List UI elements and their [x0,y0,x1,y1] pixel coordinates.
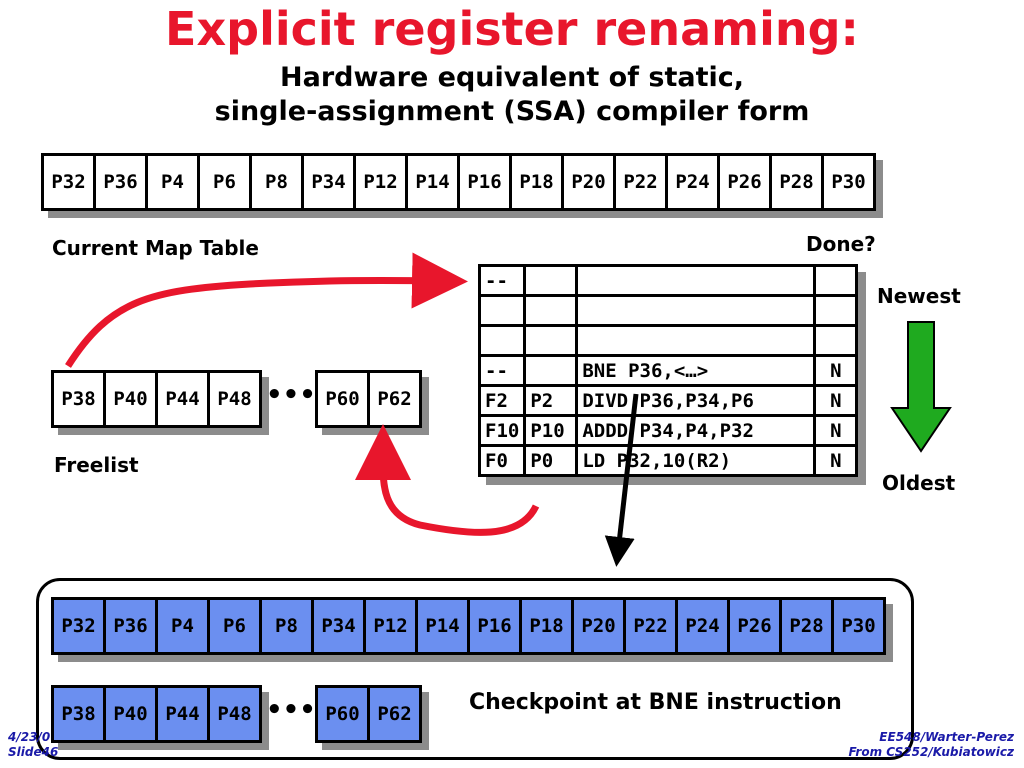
register-cell: P4 [155,597,210,655]
rob-instruction: BNE P36,<…> [575,354,817,387]
rob-dest-phys [523,354,579,387]
current-map-table-label: Current Map Table [52,236,259,260]
register-cell: P44 [155,685,210,743]
register-cell: P16 [467,597,522,655]
rob-row [477,294,859,327]
rob-row: -- [477,264,859,297]
newest-label: Newest [877,284,961,308]
checkpoint-ellipsis: ••• [266,695,316,725]
register-cell: P38 [51,685,106,743]
rob-done [813,324,859,357]
rob-done: N [813,414,859,447]
freelist-label: Freelist [54,453,139,477]
register-cell: P62 [367,685,422,743]
checkpoint-box [36,578,914,760]
footer-slide-number: Slide46 [8,745,59,759]
rob-dest-arch: F10 [477,414,527,447]
rob-instruction [575,324,817,357]
rob-dest-arch [477,294,527,327]
rob-instruction [575,264,817,297]
rob-done: N [813,384,859,417]
rob-done [813,294,859,327]
rob-done: N [813,354,859,387]
register-cell: P20 [571,597,626,655]
rob-instruction: DIVD P36,P34,P6 [575,384,817,417]
done-label: Done? [806,232,876,256]
rob-row: -- BNE P36,<…>N [477,354,859,387]
register-cell: P36 [93,153,148,211]
rob-dest-phys [523,324,579,357]
footer-date: 4/23/0 [8,730,51,744]
register-cell: P12 [363,597,418,655]
rob-dest-arch: -- [477,264,527,297]
slide-title: Explicit register renaming: [165,2,859,56]
freelist-to-rob-arrow [65,252,468,368]
register-cell: P40 [103,370,158,428]
footer-left: 4/23/0 Slide46 [8,730,58,760]
register-cell: P28 [769,153,824,211]
rob-dest-arch: F0 [477,444,527,477]
rob-instruction: LD P32,10(R2) [575,444,817,477]
oldest-label: Oldest [882,471,956,495]
slide-subtitle-line1: Hardware equivalent of static, [280,62,744,93]
rob-dest-arch: F2 [477,384,527,417]
rob-row [477,324,859,357]
rob-done [813,264,859,297]
rob-dest-arch: -- [477,354,527,387]
footer-right: EE548/Warter-Perez From CS252/Kubiatowic… [849,730,1014,760]
checkpoint-arrow [604,393,639,567]
rob-to-freelist-arrow [354,424,540,536]
register-cell: P30 [831,597,886,655]
freelist-ellipsis: ••• [266,380,316,410]
register-cell: P24 [665,153,720,211]
register-cell: P34 [311,597,366,655]
checkpoint-label: Checkpoint at BNE instruction [469,690,842,715]
register-cell: P12 [353,153,408,211]
footer-source: From CS252/Kubiatowicz [848,745,1014,759]
register-cell: P38 [51,370,106,428]
rob-dest-arch [477,324,527,357]
rob-dest-phys: P10 [523,414,579,447]
rob-dest-phys [523,294,579,327]
rob-dest-phys [523,264,579,297]
slide-subtitle-line2: single-assignment (SSA) compiler form [214,96,810,127]
register-cell: P34 [301,153,356,211]
rob-instruction: ADDD P34,P4,P32 [575,414,817,447]
register-cell: P22 [623,597,678,655]
register-cell: P32 [51,597,106,655]
register-cell: P62 [367,370,422,428]
footer-course: EE548/Warter-Perez [879,730,1014,744]
register-cell: P14 [405,153,460,211]
rob-dest-phys: P0 [523,444,579,477]
register-cell: P30 [821,153,876,211]
register-cell: P40 [103,685,158,743]
register-cell: P26 [727,597,782,655]
rob-done: N [813,444,859,477]
rob-instruction [575,294,817,327]
register-cell: P48 [207,370,262,428]
register-cell: P48 [207,685,262,743]
rob-dest-phys: P2 [523,384,579,417]
register-cell: P8 [259,597,314,655]
register-cell: P18 [509,153,564,211]
newest-to-oldest-arrow [890,321,952,453]
